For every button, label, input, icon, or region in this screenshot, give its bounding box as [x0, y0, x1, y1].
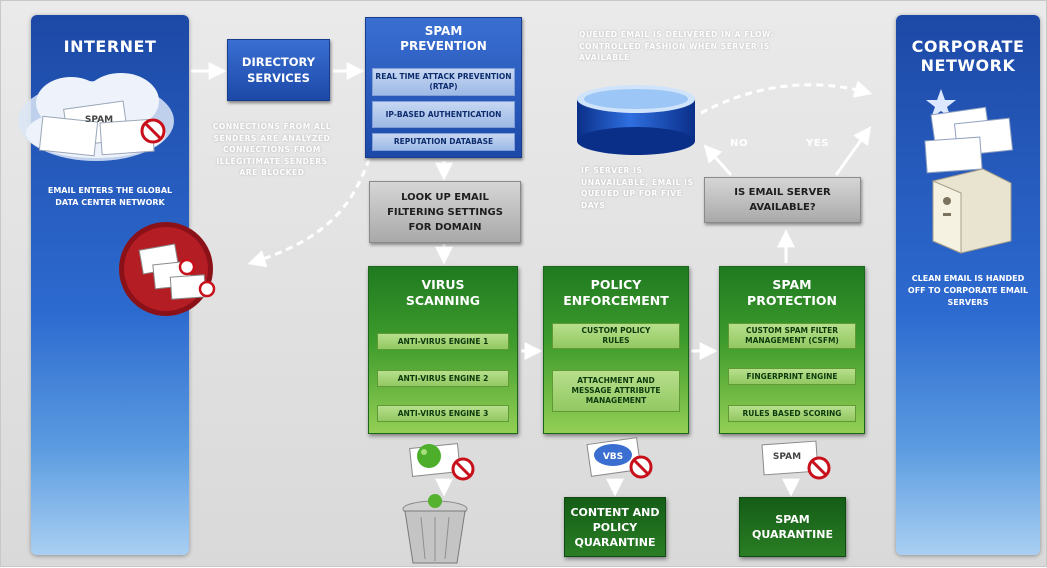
no-label: NO: [730, 138, 749, 149]
queued-note: QUEUED EMAIL IS DELIVERED IN A FLOW-CONT…: [579, 30, 775, 62]
spam-protection-box: SPAM PROTECTION CUSTOM SPAM FILTER MANAG…: [719, 266, 865, 434]
virus-scanning-title: VIRUS SCANNING: [405, 277, 481, 308]
unavailable-note: IF SERVER IS UNAVAILABLE, EMAIL IS QUEUE…: [581, 166, 694, 210]
virus-envelope-icon: [409, 443, 475, 481]
cloud-envelope-text: SPAM: [85, 115, 113, 125]
directory-services-box: DIRECTORY SERVICES: [227, 39, 330, 101]
av-engine-3: ANTI-VIRUS ENGINE 3: [377, 405, 509, 422]
spam-envelope-text: SPAM: [773, 452, 801, 462]
content-policy-quarantine: CONTENT AND POLICY QUARANTINE: [564, 497, 666, 557]
av-engine-2: ANTI-VIRUS ENGINE 2: [377, 370, 509, 387]
rules-based-scoring: RULES BASED SCORING: [728, 405, 856, 422]
custom-policy-rules: CUSTOM POLICY RULES: [552, 323, 680, 349]
csfm-item: CUSTOM SPAM FILTER MANAGEMENT (CSFM): [728, 323, 856, 349]
policy-enforcement-box: POLICY ENFORCEMENT CUSTOM POLICY RULES A…: [543, 266, 689, 434]
spam-prevention-title: SPAM PREVENTION: [400, 24, 487, 53]
yes-label: YES: [806, 138, 830, 149]
arrow-blocked-dashed: [247, 158, 371, 268]
spam-envelope-icon: [761, 440, 831, 480]
corporate-network-panel: CORPORATE NETWORK CLEAN EMAIL IS HANDED …: [896, 15, 1040, 555]
virus-scanning-box: VIRUS SCANNING ANTI-VIRUS ENGINE 1 ANTI-…: [368, 266, 518, 434]
arrow-yes-to-corporate: [834, 126, 872, 176]
corporate-caption: CLEAN EMAIL IS HANDED OFF TO CORPORATE E…: [907, 274, 1029, 307]
rtap-item: REAL TIME ATTACK PREVENTION (RTAP): [372, 68, 515, 96]
vbs-envelope-icon: [586, 437, 653, 479]
corporate-title: CORPORATE NETWORK: [911, 37, 1025, 75]
spam-quarantine-label: SPAM QUARANTINE: [752, 513, 833, 541]
policy-enforcement-title: POLICY ENFORCEMENT: [563, 277, 669, 308]
internet-caption: EMAIL ENTERS THE GLOBAL DATA CENTER NETW…: [47, 186, 173, 207]
av-engine-1: ANTI-VIRUS ENGINE 1: [377, 333, 509, 350]
trash-bin-icon: [402, 494, 468, 564]
ip-auth-item: IP-BASED AUTHENTICATION: [372, 101, 515, 128]
vbs-envelope-text: VBS: [603, 452, 623, 462]
reputation-db-item: REPUTATION DATABASE: [372, 133, 515, 151]
spam-protection-title: SPAM PROTECTION: [747, 277, 837, 308]
connections-note: CONNECTIONS FROM ALL SENDERS ARE ANALYZE…: [212, 122, 332, 177]
attachment-management: ATTACHMENT AND MESSAGE ATTRIBUTE MANAGEM…: [552, 370, 680, 412]
server-available-decision: IS EMAIL SERVER AVAILABLE?: [704, 177, 861, 223]
internet-title: INTERNET: [63, 37, 157, 56]
lookup-settings-label: LOOK UP EMAIL FILTERING SETTINGS FOR DOM…: [387, 191, 503, 233]
content-policy-quarantine-label: CONTENT AND POLICY QUARANTINE: [570, 505, 660, 549]
directory-services-label: DIRECTORY SERVICES: [241, 55, 316, 85]
arrow-no-to-queue: [703, 144, 733, 176]
server-available-label: IS EMAIL SERVER AVAILABLE?: [734, 187, 831, 213]
fingerprint-engine: FINGERPRINT ENGINE: [728, 368, 856, 385]
spam-quarantine: SPAM QUARANTINE: [739, 497, 846, 557]
lookup-settings-box: LOOK UP EMAIL FILTERING SETTINGS FOR DOM…: [369, 181, 521, 243]
spam-prevention-box: SPAM PREVENTION REAL TIME ATTACK PREVENT…: [365, 17, 522, 158]
